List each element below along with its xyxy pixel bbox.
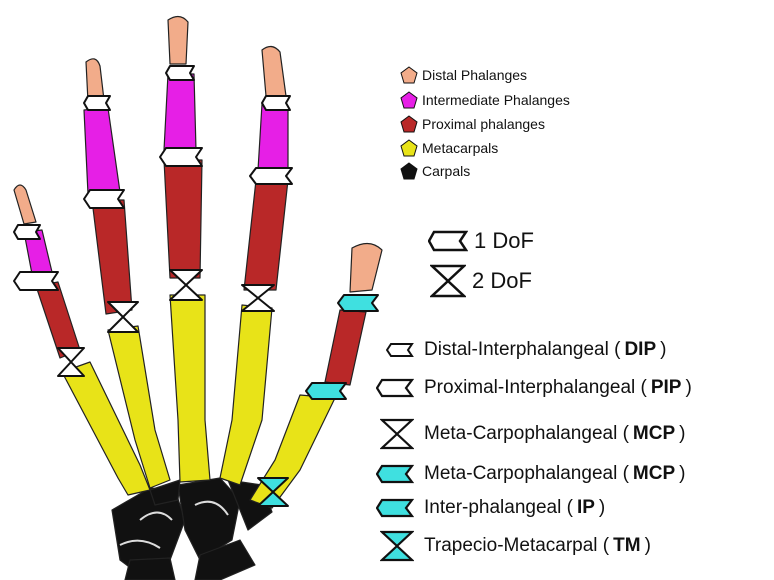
joint-pip-abbr: PIP <box>651 377 682 399</box>
pentagon-icon <box>400 66 418 84</box>
joint-mcp-name: Meta-Carpophalangeal ( <box>424 423 629 445</box>
dof-two: 2 DoF <box>430 264 532 298</box>
joint-dip-close: ) <box>660 339 666 361</box>
legend-distal: Distal Phalanges <box>400 66 527 84</box>
legend-proximal: Proximal phalanges <box>400 115 545 133</box>
joint-mcp-thumb: Meta-Carpophalangeal (MCP) <box>376 462 685 486</box>
joint-mcp-thumb-name: Meta-Carpophalangeal ( <box>424 463 629 485</box>
legend-carpal: Carpals <box>400 162 470 180</box>
joint-ip-name: Inter-phalangeal ( <box>424 497 573 519</box>
hourglass-icon <box>380 530 414 562</box>
pentagon-icon <box>400 162 418 180</box>
flag-joint-icon <box>428 229 468 253</box>
metacarpal-bones <box>62 295 335 508</box>
joint-pip: Proximal-Interphalangeal (PIP) <box>376 376 692 400</box>
flag-icon <box>376 496 414 520</box>
joint-dip-name: Distal-Interphalangeal ( <box>424 339 620 361</box>
joint-mcp-thumb-abbr: MCP <box>633 463 675 485</box>
flag-icon <box>376 462 414 486</box>
hourglass-joint-icon <box>430 264 466 298</box>
legend-distal-label: Distal Phalanges <box>422 67 527 83</box>
hourglass-icon <box>380 418 414 450</box>
joint-pip-close: ) <box>685 377 691 399</box>
joint-dip-abbr: DIP <box>624 339 656 361</box>
joint-pip-name: Proximal-Interphalangeal ( <box>424 377 647 399</box>
legend-carpal-label: Carpals <box>422 163 470 179</box>
legend-metacarpal-label: Metacarpals <box>422 140 498 156</box>
joint-ip-close: ) <box>599 497 605 519</box>
dip-joint-markers <box>14 66 290 239</box>
dof-one-label: 1 DoF <box>474 228 534 254</box>
joint-tm-abbr: TM <box>613 535 640 557</box>
legend-proximal-label: Proximal phalanges <box>422 116 545 132</box>
legend-metacarpal: Metacarpals <box>400 139 498 157</box>
small-flag-icon <box>386 338 414 362</box>
flag-icon <box>376 376 414 400</box>
hand-skeleton-diagram <box>0 0 400 580</box>
joint-ip: Inter-phalangeal (IP) <box>376 496 605 520</box>
joint-mcp-abbr: MCP <box>633 423 675 445</box>
pentagon-icon <box>400 115 418 133</box>
joint-ip-abbr: IP <box>577 497 595 519</box>
dof-two-label: 2 DoF <box>472 268 532 294</box>
pentagon-icon <box>400 139 418 157</box>
legend-intermediate-label: Intermediate Phalanges <box>422 92 570 108</box>
intermediate-phalanges <box>24 74 288 274</box>
joint-tm-name: Trapecio-Metacarpal ( <box>424 535 609 557</box>
joint-tm-close: ) <box>645 535 651 557</box>
pentagon-icon <box>400 91 418 109</box>
joint-mcp: Meta-Carpophalangeal (MCP) <box>380 418 685 450</box>
legend-intermediate: Intermediate Phalanges <box>400 91 570 109</box>
dof-one: 1 DoF <box>428 228 534 254</box>
joint-mcp-close: ) <box>679 423 685 445</box>
joint-mcp-thumb-close: ) <box>679 463 685 485</box>
joint-dip: Distal-Interphalangeal (DIP) <box>386 338 666 362</box>
joint-tm: Trapecio-Metacarpal (TM) <box>380 530 651 562</box>
